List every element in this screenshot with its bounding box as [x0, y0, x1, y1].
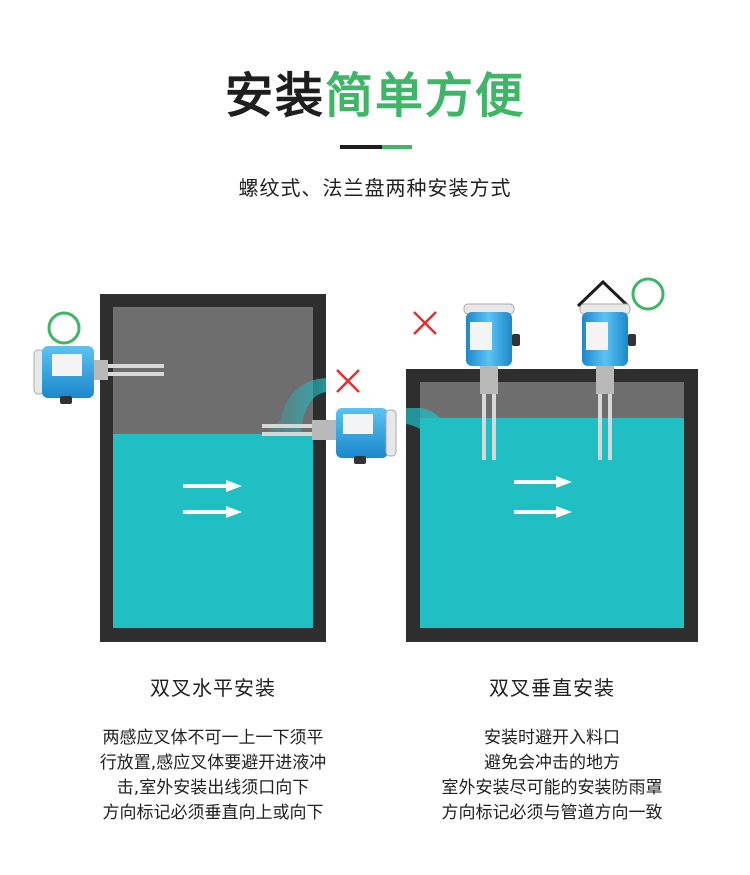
right-inflow-stream — [406, 408, 470, 470]
page-subtitle: 螺纹式、法兰盘两种安装方式 — [238, 176, 512, 200]
sensor-cap — [385, 409, 397, 457]
sensor-thread — [596, 366, 614, 394]
left-inflow-stream — [262, 352, 326, 434]
left-flow-arrows — [183, 480, 242, 518]
correct-circle-icon — [631, 277, 665, 311]
left-tank-liquid — [113, 434, 313, 628]
sensor-label — [343, 414, 373, 434]
sensor-thread — [480, 366, 498, 394]
correct-circle-icon — [47, 311, 81, 345]
rain-cover-icon — [576, 279, 630, 308]
flow-arrow-head — [226, 506, 242, 518]
left-wrong-sensor — [262, 369, 397, 464]
left-description: 两感应叉体不可一上一下须平 行放置,感应叉体要避开进液冲 击,室外安装出线须口向… — [70, 726, 356, 826]
left-tank — [100, 294, 326, 642]
description-line: 两感应叉体不可一上一下须平 — [102, 728, 324, 748]
right-caption: 双叉垂直安装 — [489, 676, 615, 700]
right-description: 安装时避开入料口 避免会冲击的地方 室外安装尽可能的安装防雨罩 方向标记必须与管… — [402, 726, 702, 826]
title-divider-dark — [340, 145, 382, 149]
left-correct-sensor — [33, 311, 164, 404]
page-title: 安装简单方便 — [0, 66, 750, 126]
sensor-fork-prong — [108, 372, 164, 376]
description-line: 方向标记必须垂直向上或向下 — [102, 803, 324, 823]
flow-arrow-head — [556, 506, 572, 518]
sensor-fork-prong — [482, 394, 486, 460]
right-correct-sensor — [576, 277, 665, 460]
sensor-fork-prong — [492, 394, 496, 460]
sensor-cable-gland — [60, 396, 72, 404]
right-flow-arrows — [514, 476, 572, 518]
sensor-cable-gland — [354, 456, 366, 464]
sensor-label — [52, 354, 82, 376]
description-line: 行放置,感应叉体要避开进液冲 — [99, 753, 327, 773]
title-part-1: 安装 — [224, 68, 325, 124]
description-line: 击,室外安装出线须口向下 — [116, 778, 310, 798]
sensor-fork-prong — [262, 424, 312, 428]
sensor-label — [586, 322, 608, 350]
wrong-cross-icon — [413, 311, 437, 335]
sensor-fork-prong — [608, 394, 612, 460]
sensor-thread — [312, 420, 336, 440]
sensor-fork-prong — [598, 394, 602, 460]
title-divider-green — [382, 145, 412, 149]
sensor-cable-gland — [512, 334, 520, 346]
title-part-2: 简单方便 — [325, 68, 526, 124]
description-line: 安装时避开入料口 — [484, 728, 620, 748]
sensor-label — [470, 322, 492, 350]
left-tank-air — [113, 307, 313, 434]
wrong-cross-icon — [336, 369, 360, 393]
right-wrong-sensor — [413, 303, 520, 460]
right-tank-air — [420, 382, 684, 418]
right-tank-liquid — [420, 418, 684, 628]
sensor-fork-prong — [108, 364, 164, 368]
flow-arrow-head — [226, 480, 242, 492]
description-line: 室外安装尽可能的安装防雨罩 — [441, 778, 663, 798]
flow-arrow-head — [556, 476, 572, 488]
description-line: 避免会冲击的地方 — [484, 753, 620, 773]
sensor-cable-gland — [628, 334, 636, 346]
sensor-fork-prong — [262, 432, 312, 436]
description-line: 方向标记必须与管道方向一致 — [441, 803, 663, 823]
sensor-thread — [94, 360, 108, 380]
left-caption: 双叉水平安装 — [150, 676, 276, 700]
right-tank — [406, 369, 698, 642]
